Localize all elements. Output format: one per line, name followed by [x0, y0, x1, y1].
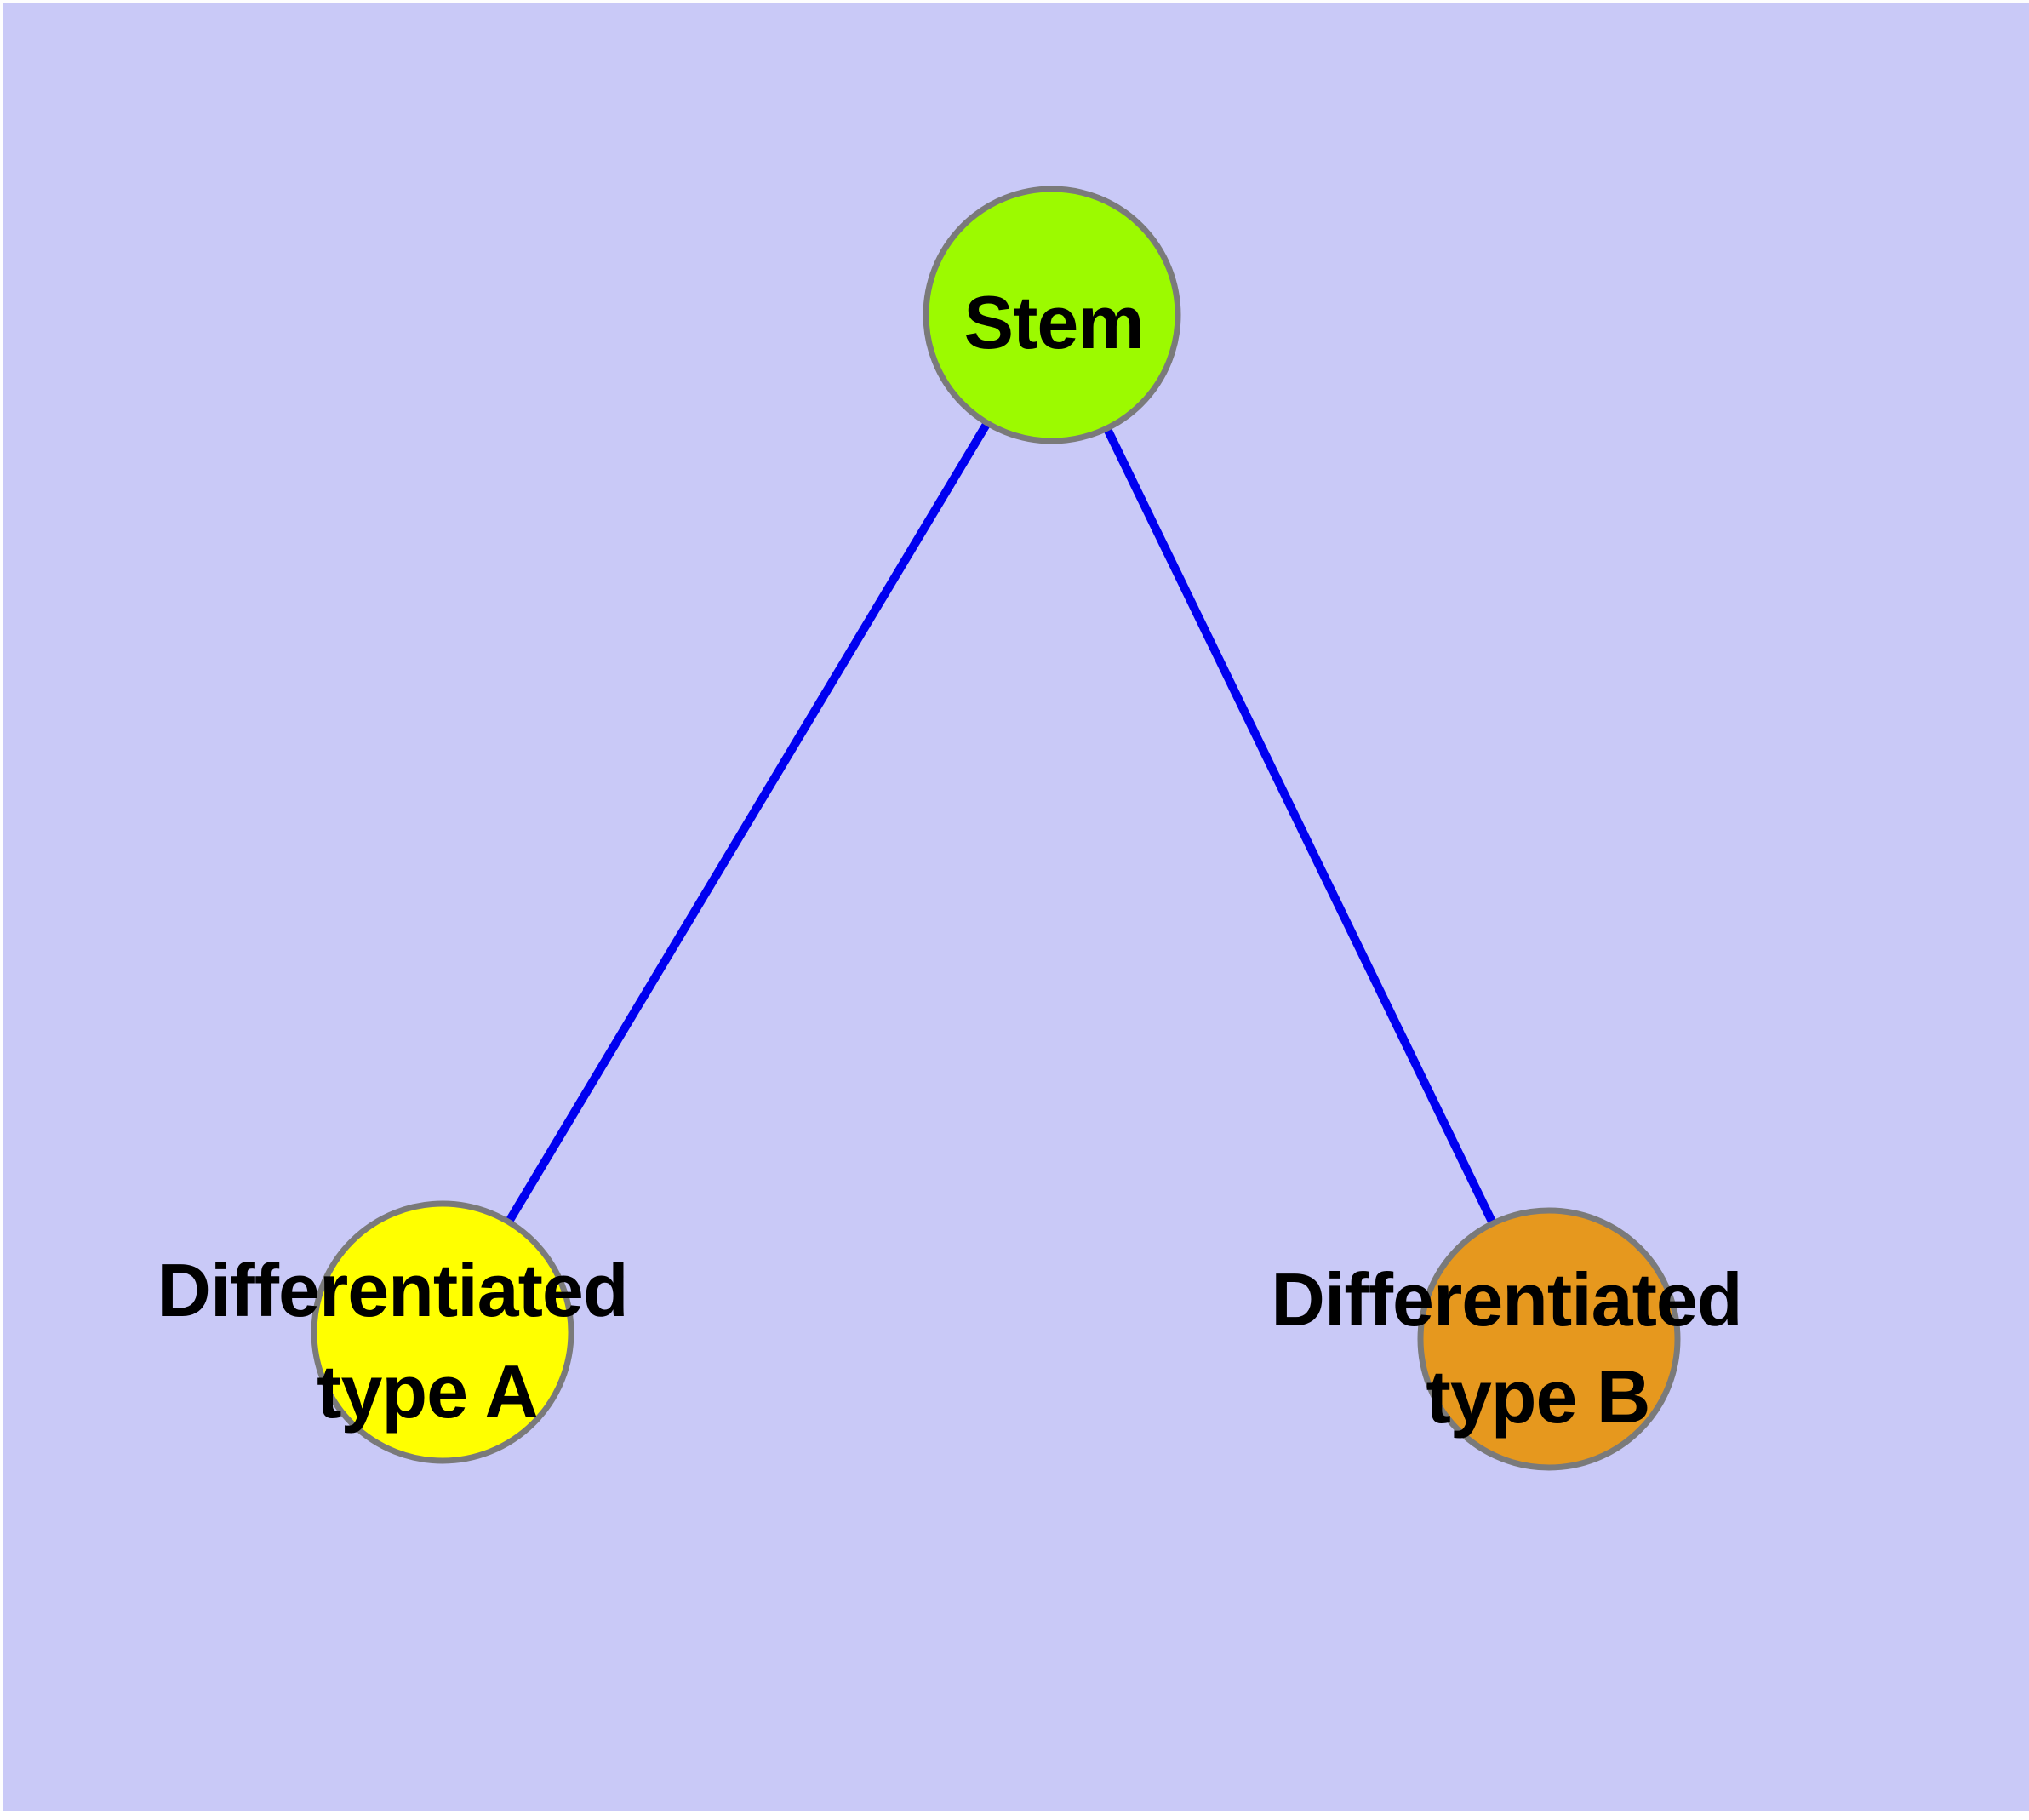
edge-group	[438, 312, 1553, 1342]
frame-edge-top	[0, 0, 2029, 3]
node-stem: Stem	[923, 186, 1181, 444]
node-type-a-label-line2: type A	[317, 1349, 538, 1434]
node-type-a-label-line1: Differentiated	[157, 1248, 627, 1332]
edge-stem-to-type-b	[1048, 312, 1553, 1342]
node-stem-circle	[923, 186, 1181, 444]
node-type-a: Differentiated type A	[157, 1200, 629, 1464]
node-type-a-circle	[311, 1200, 574, 1464]
node-type-b-circle	[1417, 1207, 1681, 1471]
node-type-b: Differentiated type B	[1271, 1207, 1743, 1471]
edge-stem-to-type-a	[438, 312, 1056, 1335]
node-stem-label: Stem	[963, 280, 1143, 364]
node-type-b-label-line1: Differentiated	[1271, 1257, 1741, 1342]
frame-edge-left	[0, 0, 3, 1820]
node-type-b-label-line2: type B	[1426, 1354, 1650, 1439]
frame-edge-bottom	[0, 1811, 2029, 1820]
